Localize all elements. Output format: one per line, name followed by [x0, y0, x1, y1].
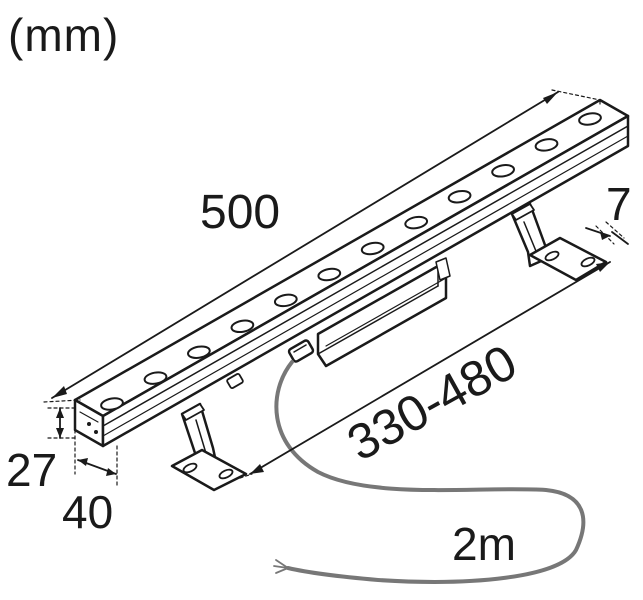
led-lens — [534, 138, 559, 152]
led-lens — [360, 241, 385, 256]
length-dimension-line — [43, 89, 601, 403]
right-mounting-bracket — [510, 202, 608, 282]
length-label: 500 — [200, 186, 280, 239]
bracket-offset-label: 7 — [606, 178, 632, 230]
bracket-spacing-label: 330-480 — [338, 334, 526, 472]
height-dimension-line — [47, 407, 76, 439]
led-lens — [230, 319, 255, 334]
unit-label: (mm) — [8, 9, 120, 61]
led-lens — [491, 164, 515, 178]
led-lens — [447, 189, 472, 204]
led-lenses — [100, 112, 602, 411]
led-lens — [187, 345, 211, 359]
led-lens — [317, 267, 342, 282]
light-bar-body — [73, 98, 630, 448]
led-lens — [404, 215, 429, 230]
cable-length-label: 2m — [452, 518, 516, 570]
width-label: 40 — [62, 486, 113, 538]
bracket-offset-dimension-line — [585, 221, 629, 245]
led-lens — [100, 397, 124, 411]
driver-box — [316, 257, 451, 368]
power-cable — [273, 360, 586, 584]
bracket-spacing-dimension-line — [239, 261, 611, 479]
left-mounting-bracket — [170, 402, 248, 492]
cable-connector — [226, 339, 315, 389]
led-lens — [143, 371, 168, 385]
led-lens — [273, 293, 298, 308]
width-dimension-line — [74, 429, 118, 487]
led-lens — [578, 112, 602, 126]
height-label: 27 — [6, 444, 57, 496]
